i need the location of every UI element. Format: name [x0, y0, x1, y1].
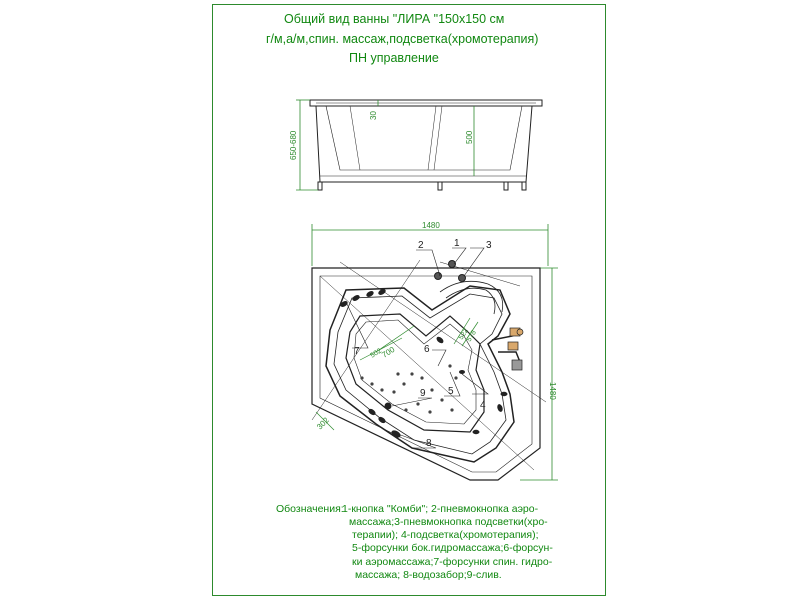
legend-line-6: массажа; 8-водозабор;9-слив.: [355, 569, 502, 581]
dim-side-depth: 500: [465, 130, 474, 144]
callout-9: 9: [420, 388, 426, 399]
tub-outline-plan: [311, 267, 541, 481]
control-buttons: [434, 260, 466, 282]
air-jet: [430, 388, 434, 392]
legend-line-1: 1-кнопка "Комби"; 2-пневмокнопка аэро-: [342, 503, 539, 515]
jet-nozzle: [366, 291, 374, 297]
air-jet: [392, 390, 396, 394]
aero-pneumo-button: [434, 272, 442, 280]
air-jet: [420, 376, 424, 380]
air-jet: [454, 376, 458, 380]
jet-nozzle: [472, 429, 480, 435]
callout-8: 8: [426, 438, 432, 449]
jet-nozzle: [378, 289, 386, 295]
dim-plan-height: 1480: [548, 382, 557, 400]
tub-leg: [521, 181, 527, 191]
air-jet: [404, 408, 408, 412]
legend-line-2: массажа;3-пневмокнопка подсветки(хро-: [349, 516, 548, 528]
jet-nozzle: [378, 416, 386, 424]
valve-fittings: [507, 327, 524, 371]
air-jet: [440, 398, 444, 402]
dim-side-height: 650-680: [289, 130, 298, 160]
title-line-3: ПН управление: [349, 51, 439, 65]
callout-4: 4: [480, 400, 486, 411]
air-jet: [360, 376, 364, 380]
jet-nozzle: [368, 408, 376, 416]
air-jet: [370, 382, 374, 386]
legend-line-4: 5-форсунки бок.гидромассажа;6-форсун-: [352, 542, 553, 554]
tub-leg: [317, 181, 323, 191]
jet-nozzle: [352, 295, 360, 301]
jet-nozzle: [340, 301, 348, 307]
combi-button: [448, 260, 456, 268]
back-hydro-jets: [340, 289, 503, 424]
air-jet: [450, 408, 454, 412]
plan-dimensions: [315, 317, 479, 431]
sheet-frame: [212, 4, 606, 596]
seat-area: [345, 313, 485, 433]
basin-contour: [325, 285, 515, 463]
legend-label: Обозначения:: [276, 503, 344, 515]
air-jets: [360, 364, 458, 414]
air-jet: [428, 410, 432, 414]
jet-nozzle: [497, 404, 503, 412]
air-jet: [410, 372, 414, 376]
jet-nozzle: [500, 391, 508, 397]
valve: [511, 359, 523, 371]
plan-height-dimension: [520, 267, 558, 481]
light-pneumo-button: [458, 274, 466, 282]
title-line-2: г/м,а/м,спин. массаж,подсветка(хромотера…: [266, 32, 539, 46]
dim-side-rim: 30: [369, 111, 378, 120]
legend-line-3: терапии); 4-подсветка(хромотерапия);: [352, 529, 539, 541]
drain: [384, 402, 392, 410]
air-jet: [448, 364, 452, 368]
chromotherapy-light: [459, 370, 465, 374]
callout-leaders: [345, 247, 489, 449]
legend-line-5: ки аэромассажа;7-форсунки спин. гидро-: [352, 556, 553, 568]
callout-2: 2: [418, 240, 424, 251]
callout-7: 7: [354, 346, 360, 357]
jet-nozzle: [436, 336, 444, 344]
callout-5: 5: [448, 386, 454, 397]
air-jet: [416, 402, 420, 406]
water-intake: [391, 430, 401, 438]
plan-width-dimension: [311, 224, 549, 266]
dim-plan-width: 1480: [422, 221, 440, 230]
air-jet: [402, 382, 406, 386]
callout-1: 1: [454, 238, 460, 249]
side-dimensions: [296, 99, 475, 191]
title-line-1: Общий вид ванны "ЛИРА "150x150 см: [284, 12, 505, 26]
construction-lines: [311, 259, 547, 471]
callout-6: 6: [424, 344, 430, 355]
side-hydro-jets: [472, 391, 508, 435]
air-jet: [396, 372, 400, 376]
valve: [507, 341, 519, 351]
air-jet: [380, 388, 384, 392]
tub-body-side: [315, 105, 533, 183]
tub-leg: [503, 181, 509, 191]
dim-edge-302: 302: [315, 415, 331, 431]
valve-knob: [516, 328, 524, 336]
tub-leg: [437, 181, 443, 191]
side-view: [309, 99, 543, 191]
callout-3: 3: [486, 240, 492, 251]
